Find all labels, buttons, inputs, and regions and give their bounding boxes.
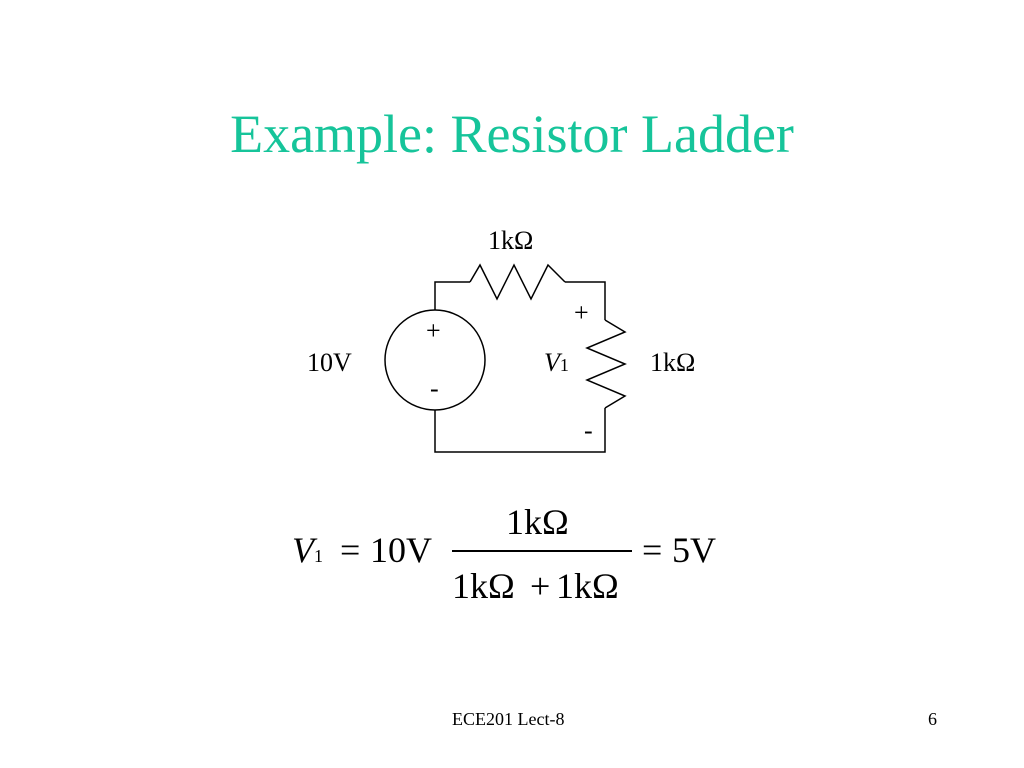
voltage-source <box>384 309 486 411</box>
source-plus-sign: + <box>426 316 441 345</box>
resistor-top <box>469 263 566 301</box>
equation-denominator-a: 1kΩ <box>452 566 515 606</box>
equation-denominator-b: 1kΩ <box>556 566 619 606</box>
source-minus-sign: - <box>430 374 439 403</box>
footer-page-number: 6 <box>928 709 937 729</box>
v1-subscript: 1 <box>559 355 569 375</box>
wire-top-right <box>565 281 606 320</box>
resistor-right <box>585 319 627 409</box>
equation-result: 5V <box>672 530 716 570</box>
equation-lhs-subscript: 1 <box>314 546 323 566</box>
fraction-bar <box>452 550 632 552</box>
v1-minus-sign: - <box>584 416 593 445</box>
source-label: 10V <box>307 348 352 377</box>
equation-equals-2: = <box>642 530 663 570</box>
v1-symbol: V <box>544 348 560 377</box>
v1-label: V1 <box>544 348 569 380</box>
slide-title: Example: Resistor Ladder <box>230 104 794 164</box>
wire-bottom <box>434 408 606 453</box>
right-resistor-label: 1kΩ <box>650 348 696 377</box>
footer-course: ECE201 Lect-8 <box>452 709 565 729</box>
equation-lhs-symbol: V <box>292 530 314 570</box>
equation-equals-1: = <box>340 530 361 570</box>
equation-lhs: V1 <box>292 530 323 576</box>
equation-source-value: 10V <box>370 530 432 570</box>
wire-top-left <box>434 281 470 310</box>
top-resistor-label: 1kΩ <box>488 226 534 255</box>
equation-plus: + <box>530 566 551 606</box>
v1-plus-sign: + <box>574 298 589 327</box>
equation-numerator: 1kΩ <box>506 502 569 542</box>
